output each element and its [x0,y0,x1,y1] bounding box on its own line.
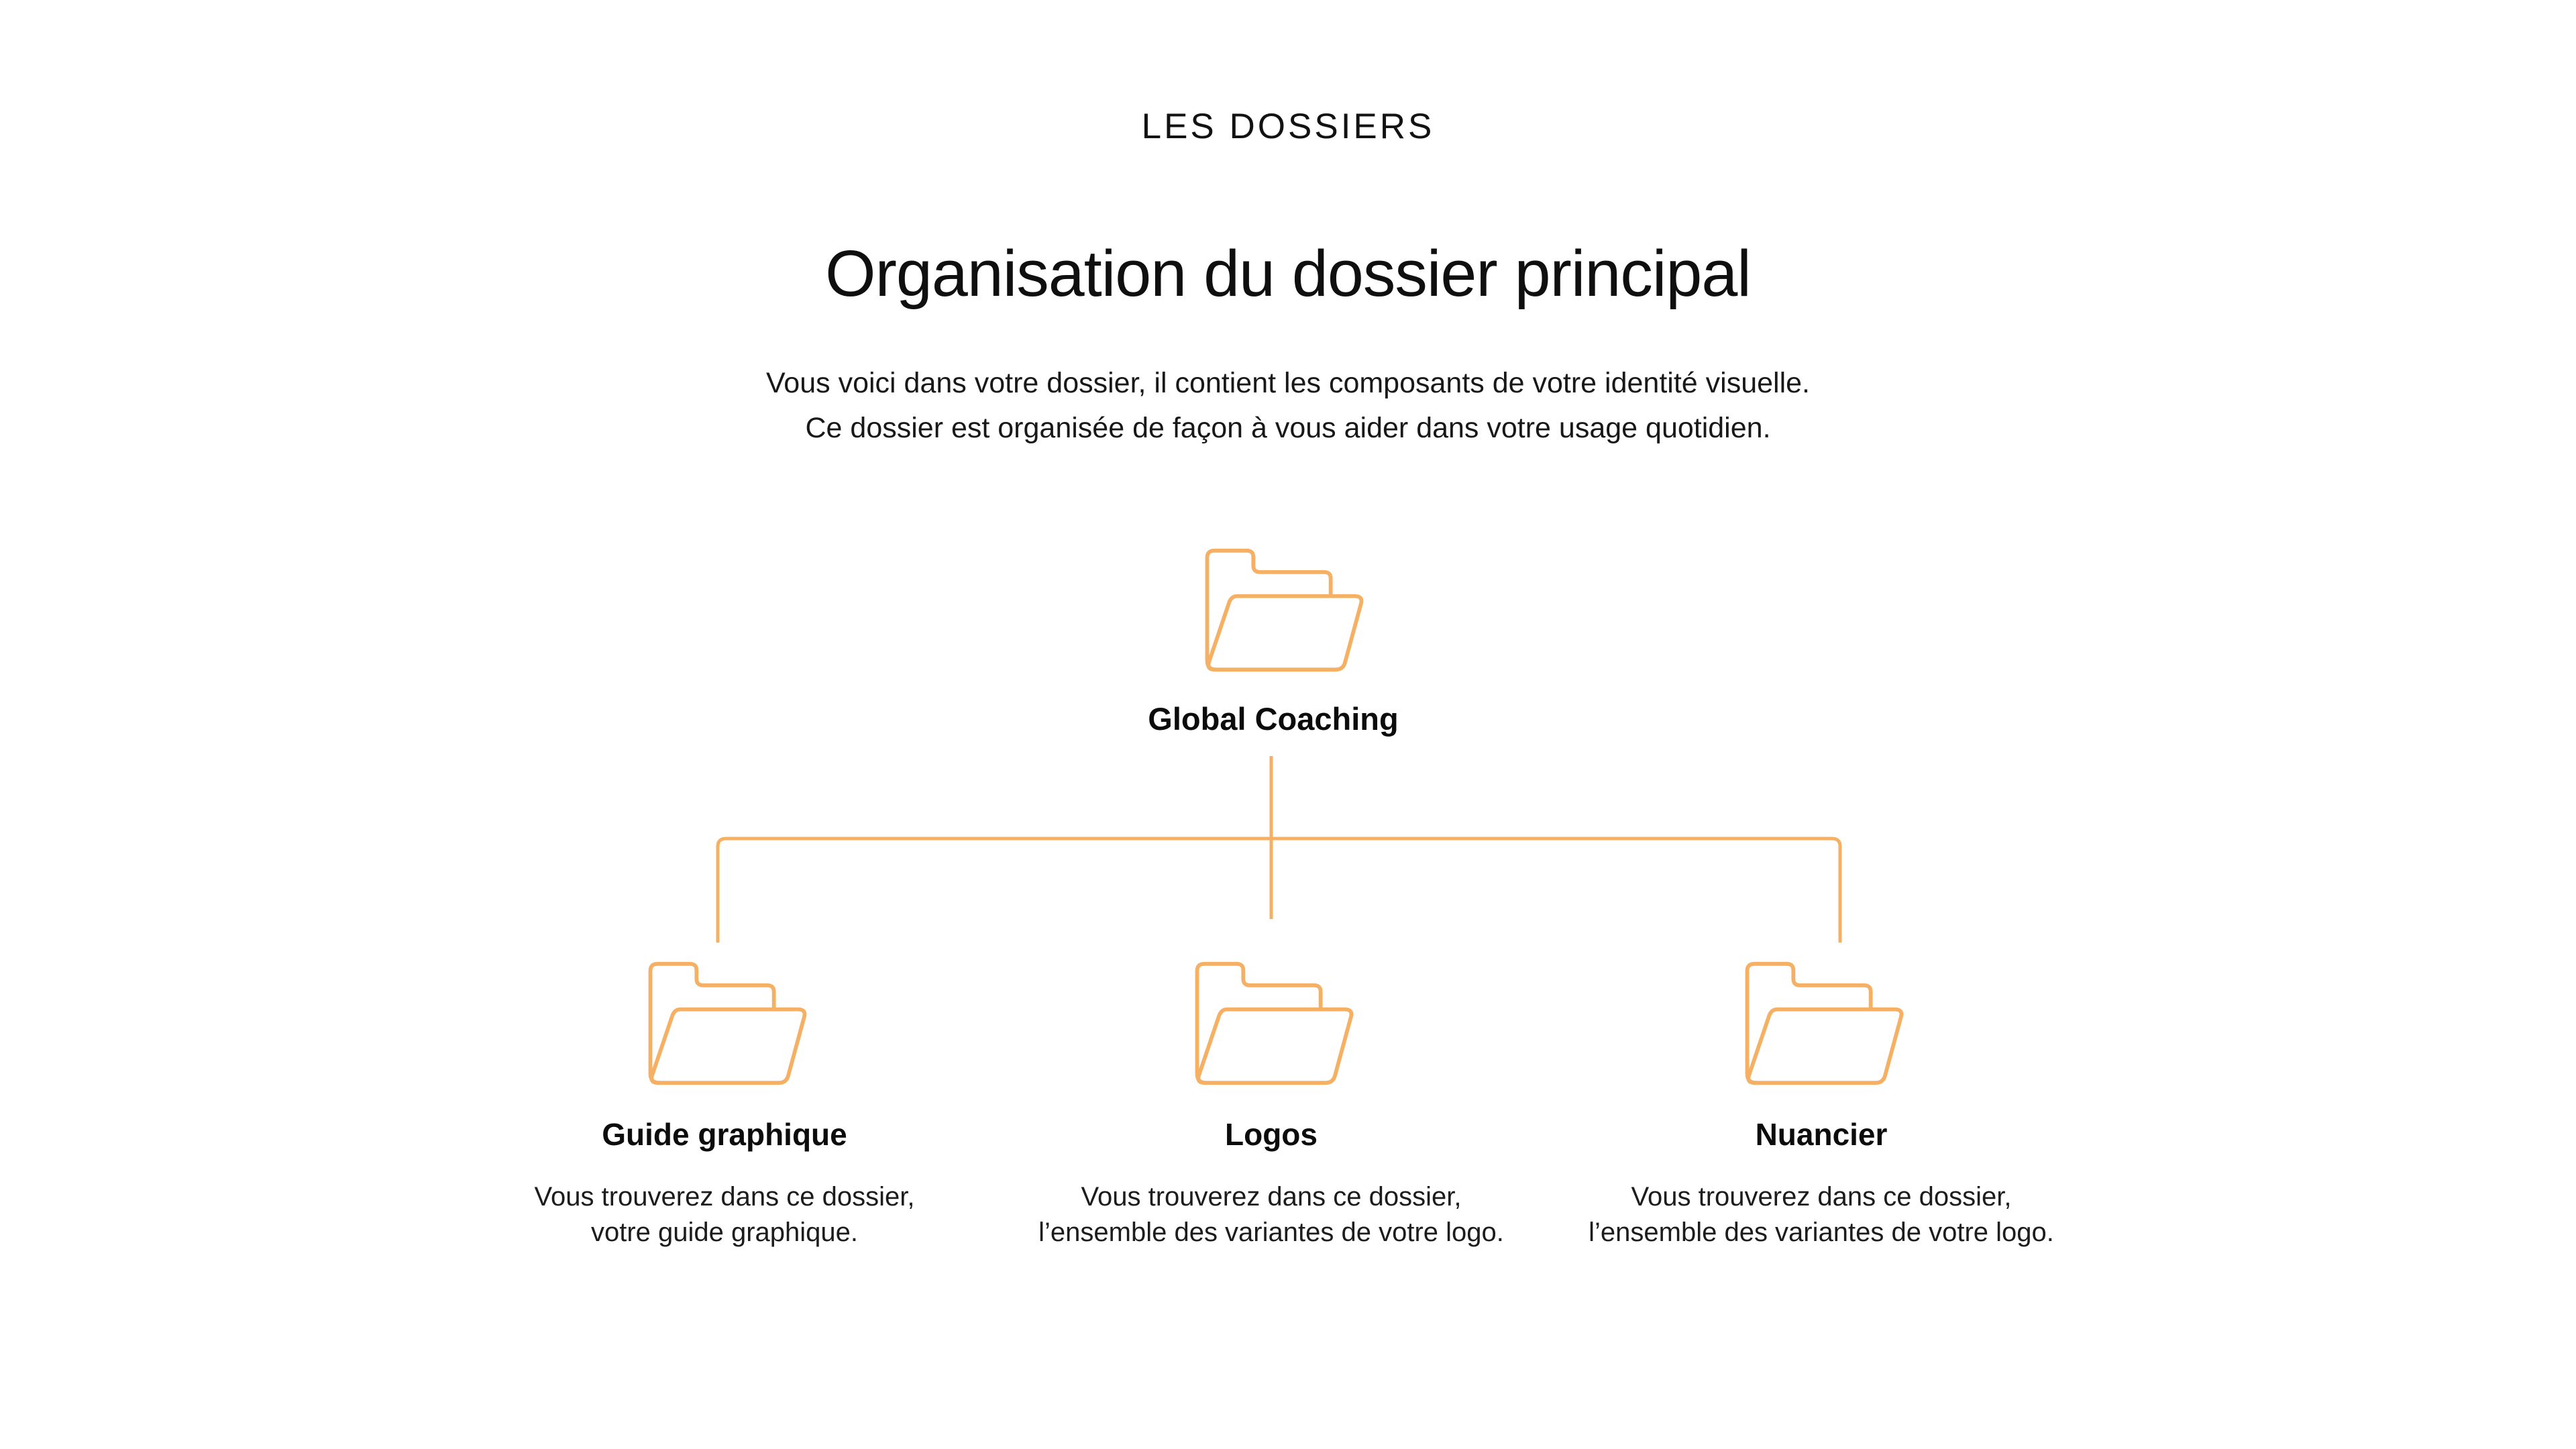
folder-label: Guide graphique [602,1117,847,1152]
folder-column-guide-graphique: Guide graphique Vous trouverez dans ce d… [456,959,993,1250]
folder-description-line-1: Vous trouverez dans ce dossier, [1631,1182,2012,1212]
open-folder-icon [1195,961,1354,1085]
folder-description: Vous trouverez dans ce dossier, l’ensemb… [1003,1179,1540,1250]
page-subtitle-line-1: Vous voici dans votre dossier, il contie… [766,367,1810,399]
folder-description: Vous trouverez dans ce dossier, l’ensemb… [1553,1179,2090,1250]
page-subtitle-line-2: Ce dossier est organisée de façon à vous… [805,412,1771,444]
folder-description-line-2: l’ensemble des variantes de votre logo. [1038,1218,1504,1247]
folder-description-line-2: l’ensemble des variantes de votre logo. [1589,1218,2054,1247]
folder-description: Vous trouverez dans ce dossier, votre gu… [456,1179,993,1250]
folder-description-line-1: Vous trouverez dans ce dossier, [1081,1182,1462,1212]
page-subtitle: Vous voici dans votre dossier, il contie… [0,361,2576,451]
tree-connector-lines [716,756,1842,943]
folder-description-line-1: Vous trouverez dans ce dossier, [534,1182,915,1212]
root-folder-label: Global Coaching [1148,701,1399,737]
eyebrow-label: LES DOSSIERS [1141,107,1435,146]
open-folder-icon [1745,961,1904,1085]
folder-label: Nuancier [1755,1117,1888,1152]
folder-label: Logos [1225,1117,1318,1152]
folder-description-line-2: votre guide graphique. [590,1218,859,1247]
open-folder-icon [648,961,807,1085]
folder-column-nuancier: Nuancier Vous trouverez dans ce dossier,… [1553,959,2090,1250]
folder-column-logos: Logos Vous trouverez dans ce dossier, l’… [1003,959,1540,1250]
page-title: Organisation du dossier principal [825,237,1752,310]
open-folder-icon [1205,548,1364,672]
